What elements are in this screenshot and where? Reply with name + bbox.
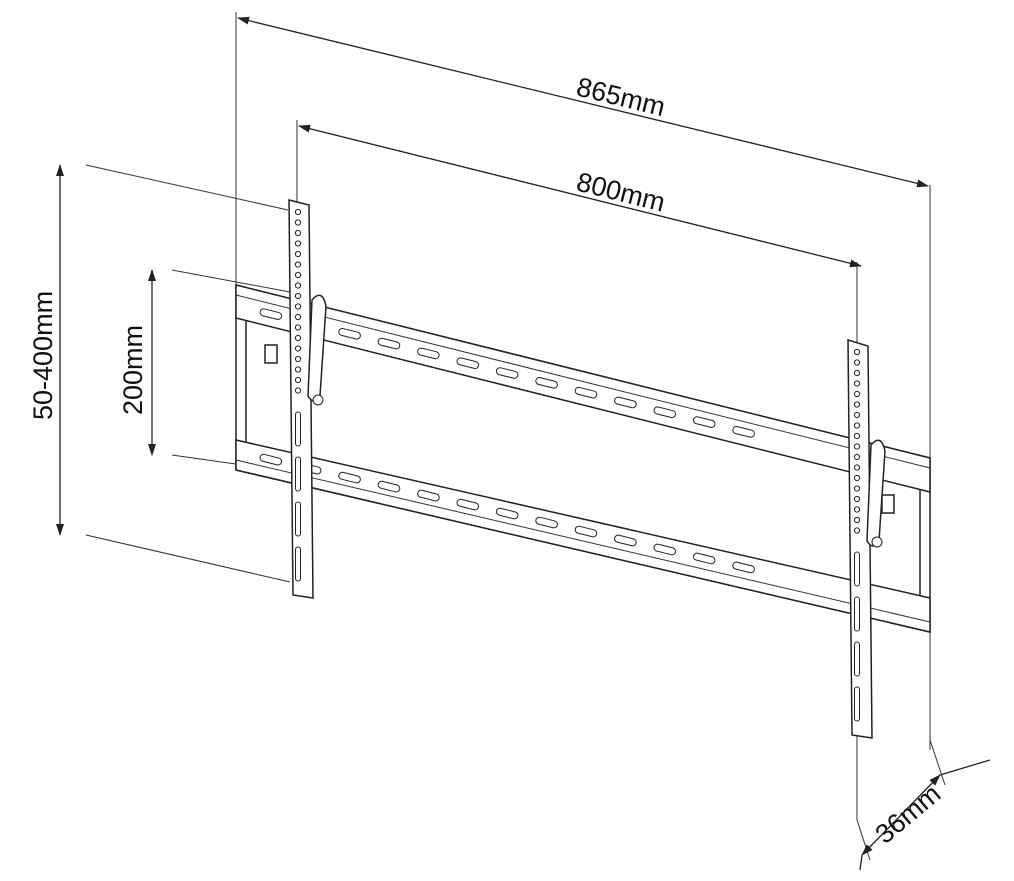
bracket-hole [853,464,861,471]
bracket-hole [853,516,861,524]
bracket-hole [853,527,861,534]
bracket-hole [294,229,302,237]
rail-slot [535,516,558,529]
mount-frame [235,284,931,633]
rail-slot [653,406,677,419]
bracket-hole [853,401,861,408]
bracket-hole [294,324,302,331]
bracket-hole [853,359,861,366]
bracket-hole [294,282,302,289]
rail-slot [574,525,598,538]
bracket-hole [853,443,861,450]
overall-width-label: 865mm [574,72,669,122]
bracket-hole [853,474,861,482]
rail-slot [614,534,637,547]
bracket-slot [854,686,860,722]
bracket-hole [853,453,861,461]
bracket-hole [294,376,302,384]
rail-slot [495,507,519,520]
rail-slot [338,327,361,340]
bracket-hole [294,219,302,226]
bracket-hole [853,411,861,419]
bracket-slot [295,501,301,537]
vertical-range-label: 50-400mm [28,291,58,420]
bracket-hole [853,369,861,377]
rail-slot [456,498,480,511]
rail-spacing-label: 200mm [118,325,148,415]
bracket-hole [294,313,302,321]
depth-label: 36mm [870,778,947,849]
rail-slot [692,416,716,428]
bracket-slot [295,546,301,582]
bracket-hole [294,303,302,310]
bracket-hole [294,292,302,300]
bracket-hole [294,345,302,352]
rail-slot [456,357,480,370]
rail-slot [653,543,677,556]
bracket-hole [853,506,861,513]
rail-slot [732,426,755,438]
bracket-hole [294,271,302,279]
rail-slot [732,561,755,574]
hole-spacing-width-label: 800mm [574,167,669,218]
bracket-hole [294,387,302,394]
rail-slot [377,337,401,350]
bracket-hole [853,432,861,440]
rail-slot [259,308,283,320]
rail-slot [417,489,440,502]
bracket-hole [853,485,861,492]
bracket-hole [853,390,861,398]
rail-slot [377,480,401,493]
right-bracket [847,338,895,739]
bracket-hole [294,250,302,258]
bracket-hole [853,380,861,387]
bracket-slot [854,551,860,587]
bracket-slot [295,456,301,492]
rail-slot [535,377,558,389]
bracket-hole [294,366,302,373]
bracket-hole [853,495,861,503]
rail-slot [574,386,598,399]
bracket-hole [853,348,861,356]
bracket-hole [294,240,302,247]
rail-slot [338,471,361,484]
bracket-slot [854,641,860,677]
rail-slot [417,347,440,360]
bracket-slot [854,596,860,632]
rail-slot [692,552,716,565]
bracket-slot [295,411,301,447]
left-bracket [264,199,327,599]
dimension-lines [56,16,991,871]
rail-slot [495,367,519,379]
bracket-hole [294,355,302,363]
bracket-hole [853,422,861,429]
bracket-hole [294,208,302,216]
bracket-hole [294,334,302,342]
bracket-hole [294,261,302,268]
rail-slot [614,396,637,409]
rail-slot [259,453,283,466]
